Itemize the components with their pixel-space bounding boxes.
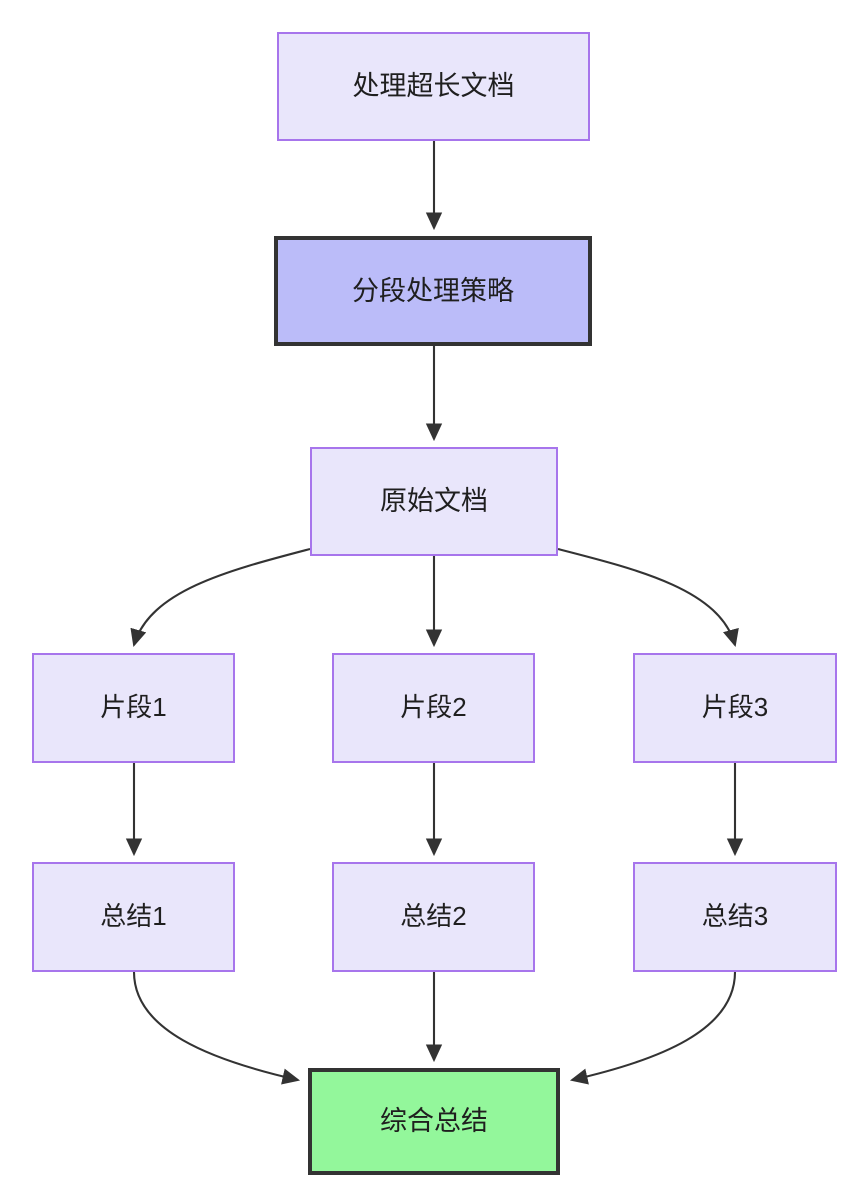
node-label: 分段处理策略 — [352, 275, 514, 306]
node-fragment-3[interactable]: 片段3 — [633, 653, 837, 763]
edge-n7-to-n10 — [132, 971, 301, 1085]
node-label: 原始文档 — [380, 486, 488, 517]
node-label: 处理超长文档 — [352, 71, 515, 102]
node-process-long-document[interactable]: 处理超长文档 — [277, 32, 590, 141]
node-label: 总结2 — [400, 901, 467, 932]
node-label: 总结1 — [100, 901, 167, 932]
node-summary-3[interactable]: 总结3 — [633, 862, 837, 972]
node-chunking-strategy[interactable]: 分段处理策略 — [274, 236, 592, 346]
node-summary-1[interactable]: 总结1 — [32, 862, 235, 972]
node-label: 综合总结 — [380, 1106, 488, 1137]
node-label: 片段1 — [100, 692, 167, 723]
edge-n3-to-n4 — [130, 547, 311, 648]
node-label: 总结3 — [701, 901, 769, 932]
edge-n9-to-n10 — [569, 971, 737, 1085]
node-fragment-1[interactable]: 片段1 — [32, 653, 235, 763]
edge-n3-to-n6 — [557, 547, 739, 648]
node-fragment-2[interactable]: 片段2 — [332, 653, 535, 763]
node-label: 片段2 — [400, 692, 467, 723]
node-summary-2[interactable]: 总结2 — [332, 862, 535, 972]
node-original-document[interactable]: 原始文档 — [310, 447, 558, 556]
node-combined-summary[interactable]: 综合总结 — [308, 1068, 560, 1175]
node-label: 片段3 — [701, 692, 769, 723]
